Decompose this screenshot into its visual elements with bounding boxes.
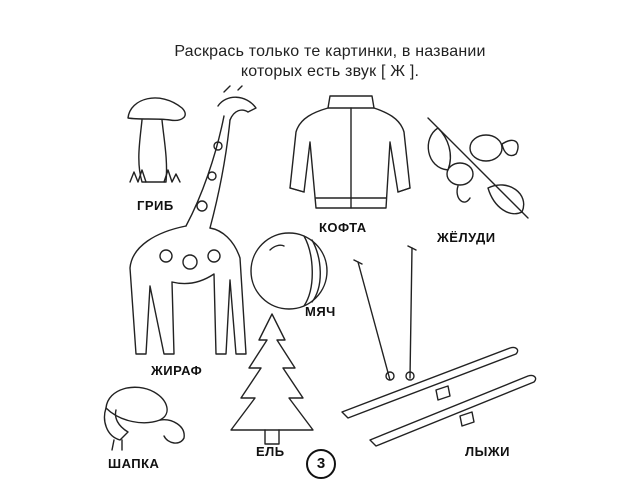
label-jacket: КОФТА [319,220,367,235]
hat-picture [103,386,185,451]
page-number-badge: 3 [306,449,336,479]
label-ball: МЯЧ [305,304,336,319]
label-spruce: ЕЛЬ [256,444,285,459]
mushroom-picture [127,97,186,183]
label-mushroom: ГРИБ [137,198,174,213]
label-skis: ЛЫЖИ [465,444,510,459]
giraffe-picture [129,85,257,355]
label-acorns: ЖЁЛУДИ [437,230,496,245]
instruction-text: Раскрась только те картинки, в названии … [120,42,540,82]
ball-picture [250,232,328,310]
instruction-line-1: Раскрась только те картинки, в названии [174,43,486,60]
instruction-line-2: которых есть звук [ Ж ]. [240,63,420,80]
jacket-picture [289,95,411,209]
acorns-picture [427,117,529,219]
label-giraffe: ЖИРАФ [151,363,203,378]
skis-picture [341,245,537,447]
label-hat: ШАПКА [108,456,160,471]
spruce-picture [230,313,314,445]
